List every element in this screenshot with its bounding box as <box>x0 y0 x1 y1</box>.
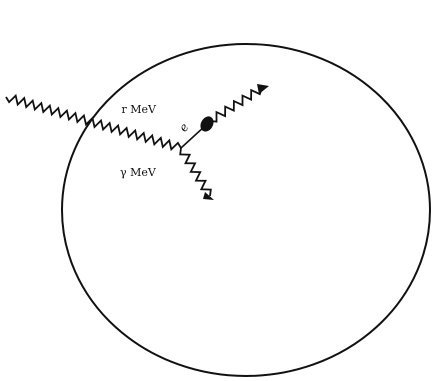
emitted-photon-arrowhead <box>257 84 269 94</box>
scattered-photon-label: γ MeV <box>120 166 157 179</box>
scattered-photon-wave <box>180 148 211 196</box>
boundary-circle <box>62 44 430 376</box>
scattered-photon-arrowhead <box>203 192 214 200</box>
emitted-photon-wave <box>210 88 262 122</box>
electron-label: e <box>176 120 192 134</box>
incoming-photon-label: ⁠⁠⁠ r MeV <box>118 103 157 116</box>
